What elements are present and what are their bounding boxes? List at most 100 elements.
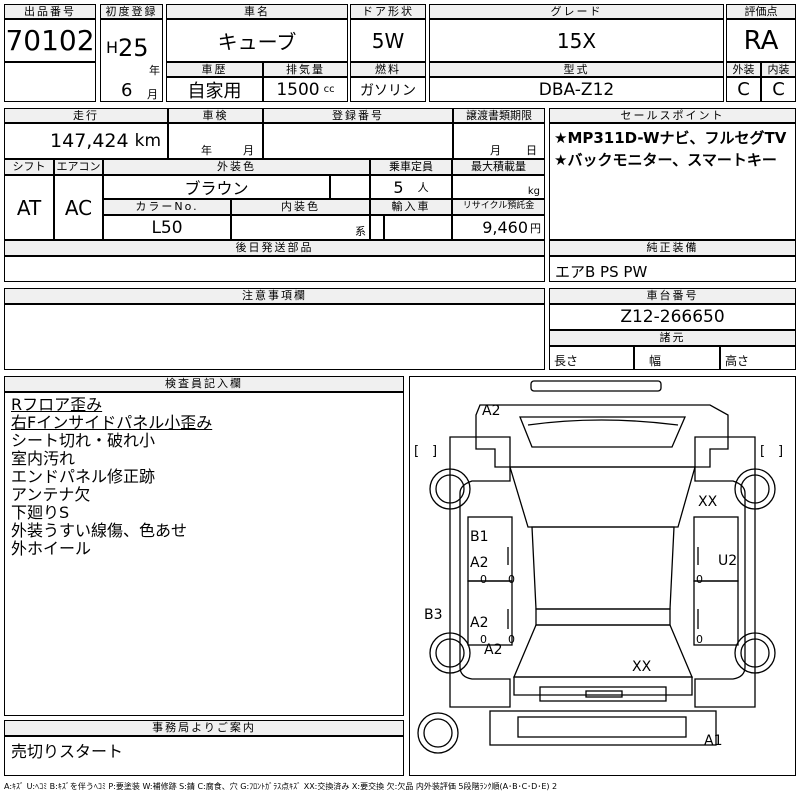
exterior-score-value: C [726, 77, 761, 102]
damage-mark: XX [698, 494, 718, 510]
inspection-box: 年 月 [168, 123, 263, 159]
interior-score-value: C [761, 77, 796, 102]
inspection-label: 車検 [168, 108, 263, 123]
office-value: 売切りスタート [4, 736, 404, 776]
interior-score-label: 内装 [761, 62, 796, 77]
first-reg-month-unit: 月 [147, 88, 158, 101]
shift-value: AT [4, 175, 54, 240]
grade-label: グレード [429, 4, 724, 19]
sales-point-item: ★バックモニター、スマートキー [554, 151, 777, 169]
dims-width-box: 幅 [634, 346, 720, 370]
capacity-box: 5 人 [370, 175, 452, 199]
damage-mark: A2 [470, 615, 488, 631]
exterior-score-label: 外装 [726, 62, 761, 77]
notes-box [4, 304, 545, 370]
inspector-line: Rフロア歪み [11, 395, 103, 414]
dims-height-label: 高さ [725, 354, 750, 368]
mileage-unit: km [134, 131, 161, 151]
first-reg-box: H 25 年 6 月 [100, 19, 163, 102]
ext-color-label: 外装色 [103, 159, 370, 175]
history-label: 車歴 [166, 62, 263, 77]
max-load-box: kg [452, 175, 545, 199]
int-color-unit: 系 [355, 225, 366, 238]
import-check-a [370, 215, 384, 240]
first-reg-year-unit: 年 [149, 64, 160, 77]
score-value: RA [726, 19, 796, 62]
model-code-label: 型式 [429, 62, 724, 77]
damage-mark: U2 [718, 553, 737, 569]
capacity-label: 乗車定員 [370, 159, 452, 175]
transfer-docs-month-unit: 月 [490, 144, 501, 157]
door-value: 5W [350, 19, 426, 62]
inspector-line: 下廻りS [11, 503, 70, 522]
lot-no-value: 70102 [4, 19, 96, 62]
inspector-line: 室内汚れ [11, 449, 76, 468]
color-no-label: カラーNo. [103, 199, 231, 215]
damage-mark: A2 [484, 642, 502, 658]
dims-height-box: 高さ [720, 346, 796, 370]
fuel-value: ガソリン [350, 77, 426, 102]
svg-text:[: [ [414, 444, 419, 459]
door-label: ドア形状 [350, 4, 426, 19]
chassis-label: 車台番号 [549, 288, 796, 304]
score-label: 評価点 [726, 4, 796, 19]
svg-text:0: 0 [696, 633, 703, 646]
inspector-line: シート切れ・破れ小 [11, 431, 156, 450]
damage-mark: B1 [470, 529, 489, 545]
inspector-line: 右Fインサイドパネル小歪み [11, 413, 213, 432]
svg-text:0: 0 [696, 573, 703, 586]
displacement-value: 1500 [276, 79, 320, 100]
inspector-line: アンテナ欠 [11, 485, 91, 504]
recycle-value: 9,460 [482, 218, 528, 237]
sales-point-item: ★MP311D-Wナビ、フルセグTV [554, 129, 787, 147]
inspection-month-unit: 月 [243, 144, 254, 157]
grade-value: 15X [429, 19, 724, 62]
fuel-label: 燃料 [350, 62, 426, 77]
ext-color-extra [330, 175, 370, 199]
lot-no-label: 出品番号 [4, 4, 96, 19]
displacement-value-box: 1500 cc [263, 77, 348, 102]
mileage-label: 走行 [4, 108, 168, 123]
car-name-value: キューブ [166, 19, 348, 62]
damage-mark: XX [632, 659, 652, 675]
transfer-docs-day-unit: 日 [526, 144, 537, 157]
dims-length-label: 長さ [554, 354, 579, 368]
dims-width-label: 幅 [649, 354, 662, 368]
max-load-label: 最大積載量 [452, 159, 545, 175]
model-code-value: DBA-Z12 [429, 77, 724, 102]
inspector-line: エンドパネル修正跡 [11, 467, 156, 486]
first-reg-era: H [106, 38, 119, 57]
damage-mark: A1 [704, 733, 722, 749]
import-label: 輸入車 [370, 199, 452, 215]
svg-text:]: ] [432, 444, 437, 459]
recycle-label: リサイクル預託金 [452, 199, 545, 215]
first-reg-label: 初度登録 [100, 4, 163, 19]
damage-mark: A2 [470, 555, 488, 571]
ext-color-value: ブラウン [103, 175, 330, 199]
svg-text:[: [ [760, 444, 765, 459]
transfer-docs-label: 譲渡書類期限 [453, 108, 545, 123]
chassis-value: Z12-266650 [549, 304, 796, 330]
later-parts-box [4, 256, 545, 282]
inspector-line: 外ホイール [11, 539, 92, 558]
int-color-box: 系 [231, 215, 370, 240]
transfer-docs-box: 月 日 [453, 123, 545, 159]
inspection-year-unit: 年 [201, 144, 212, 157]
office-label: 事務局よりご案内 [4, 720, 404, 736]
damage-mark: B3 [424, 607, 443, 623]
first-reg-year: 25 [118, 34, 149, 62]
equipment-value: エアB PS PW [549, 256, 796, 282]
legend-text: A:ｷｽﾞ U:ﾍｺﾐ B:ｷｽﾞを伴うﾍｺﾐ P:要塗装 W:補修跡 S:錆 … [4, 782, 558, 791]
aircon-label: エアコン [54, 159, 103, 175]
displacement-label: 排気量 [263, 62, 348, 77]
shift-label: シフト [4, 159, 54, 175]
capacity-unit: 人 [417, 181, 429, 194]
svg-text:0: 0 [480, 573, 487, 586]
damage-mark: A2 [482, 403, 500, 419]
import-check-b [384, 215, 452, 240]
inspector-notes: Rフロア歪み 右Fインサイドパネル小歪み シート切れ・破れ小 室内汚れ エンドパ… [4, 392, 404, 716]
svg-text:0: 0 [508, 573, 515, 586]
int-color-label: 内装色 [231, 199, 370, 215]
sales-points-label: セールスポイント [549, 108, 796, 123]
lot-no-blank [4, 62, 96, 102]
